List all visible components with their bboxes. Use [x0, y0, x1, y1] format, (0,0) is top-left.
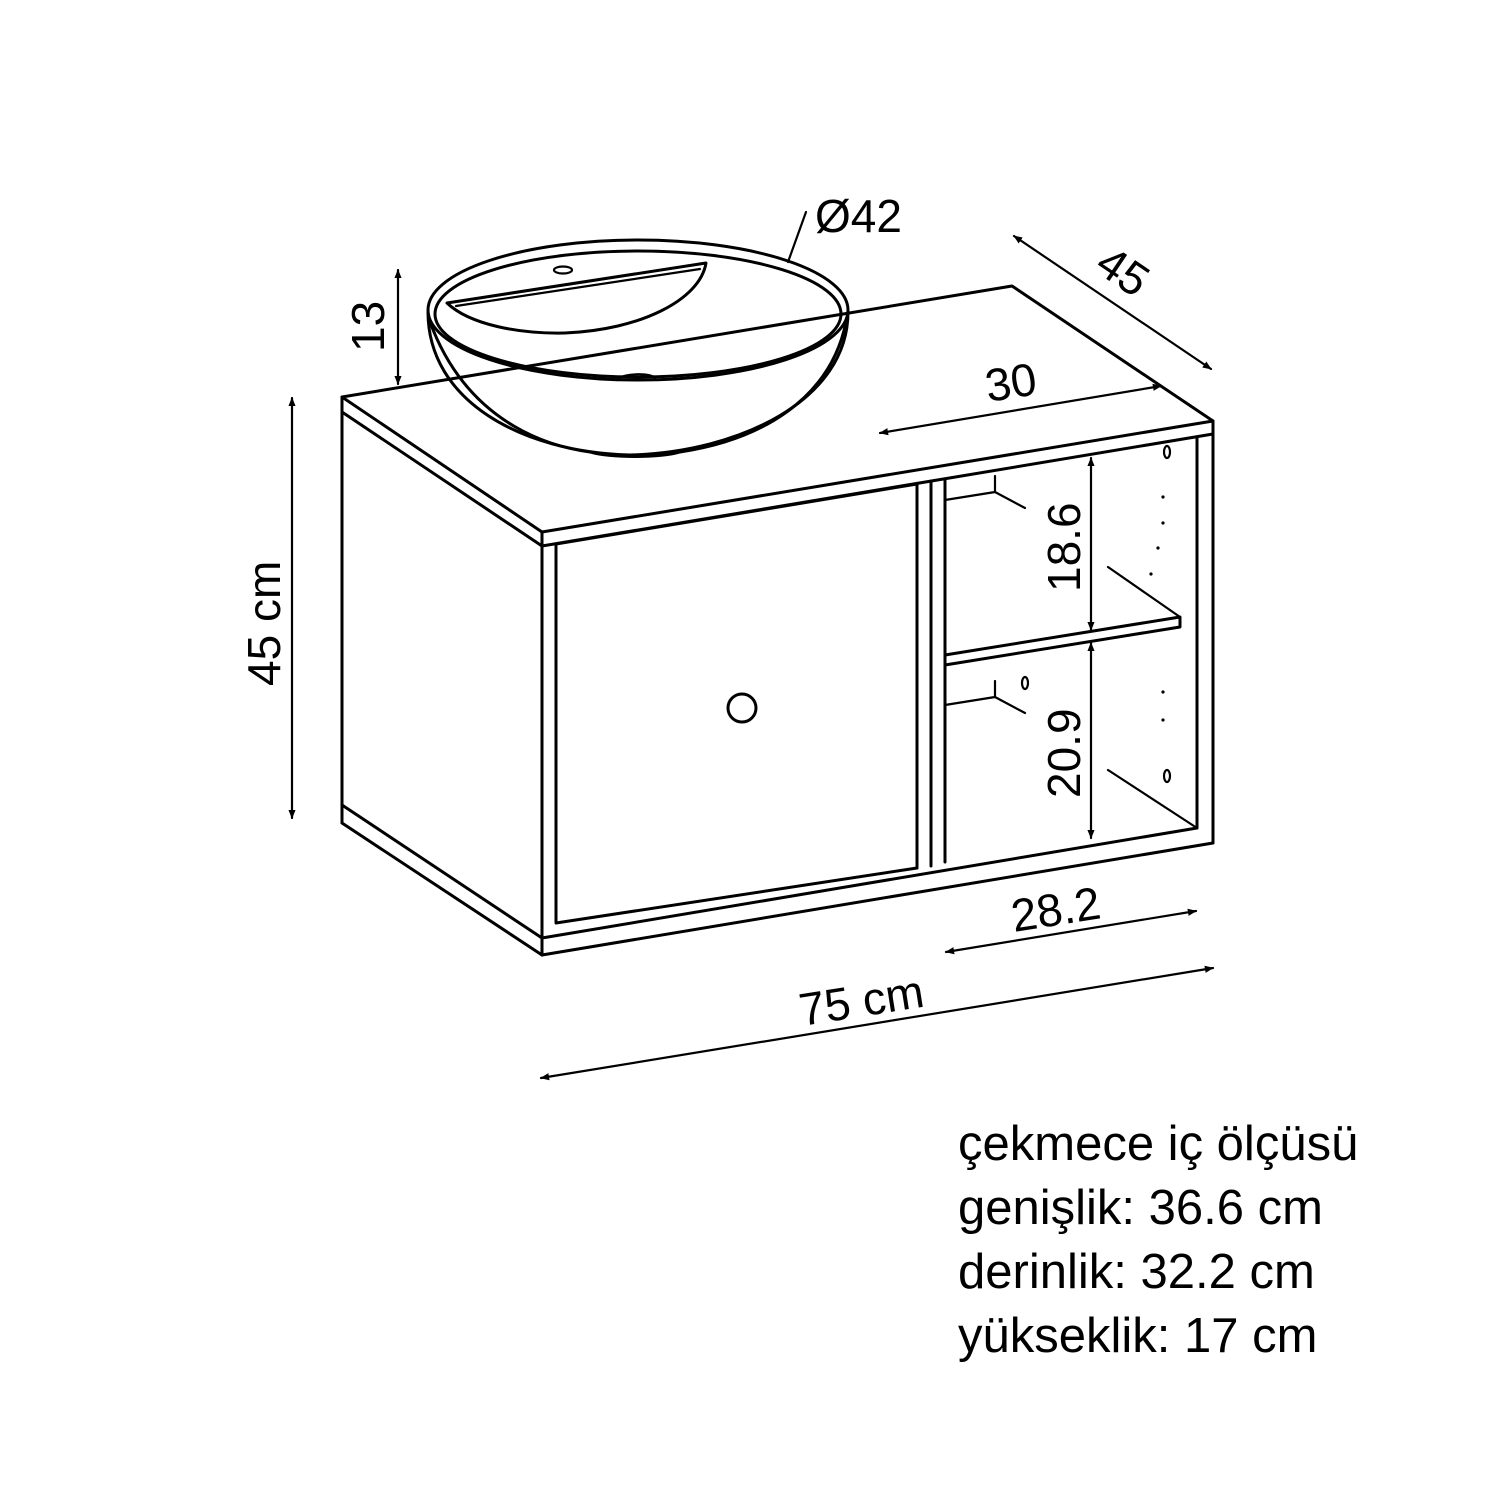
notes-width: genişlik: 36.6 cm [958, 1181, 1323, 1235]
notes-title: çekmece iç ölçüsü [958, 1117, 1359, 1171]
total-height-label: 45 cm [238, 561, 290, 686]
total-width-label: 75 cm [795, 965, 927, 1036]
basin-diameter-label: Ø42 [815, 190, 902, 242]
notes-height: yükseklik: 17 cm [958, 1309, 1318, 1363]
dimension-lines [288, 210, 1215, 1081]
vessel-basin [426, 238, 850, 458]
lower-shelf-height-label: 20.9 [1038, 708, 1090, 798]
cabinet-outline [340, 284, 1215, 957]
basin-height-label: 13 [342, 301, 394, 352]
upper-shelf-height-label: 18.6 [1038, 502, 1090, 592]
open-shelf [943, 444, 1199, 830]
depth-label: 45 [1087, 235, 1159, 307]
shelf-width-bottom-label: 28.2 [1007, 877, 1104, 942]
drawer-front [554, 482, 919, 925]
notes-depth: derinlik: 32.2 cm [958, 1245, 1315, 1299]
shelf-width-top-label: 30 [981, 353, 1040, 412]
tap-hole-icon [552, 265, 574, 275]
drawer-inner-dimensions-note: çekmece iç ölçüsü genişlik: 36.6 cm deri… [958, 1112, 1358, 1368]
drawer-knob-icon [726, 692, 758, 724]
